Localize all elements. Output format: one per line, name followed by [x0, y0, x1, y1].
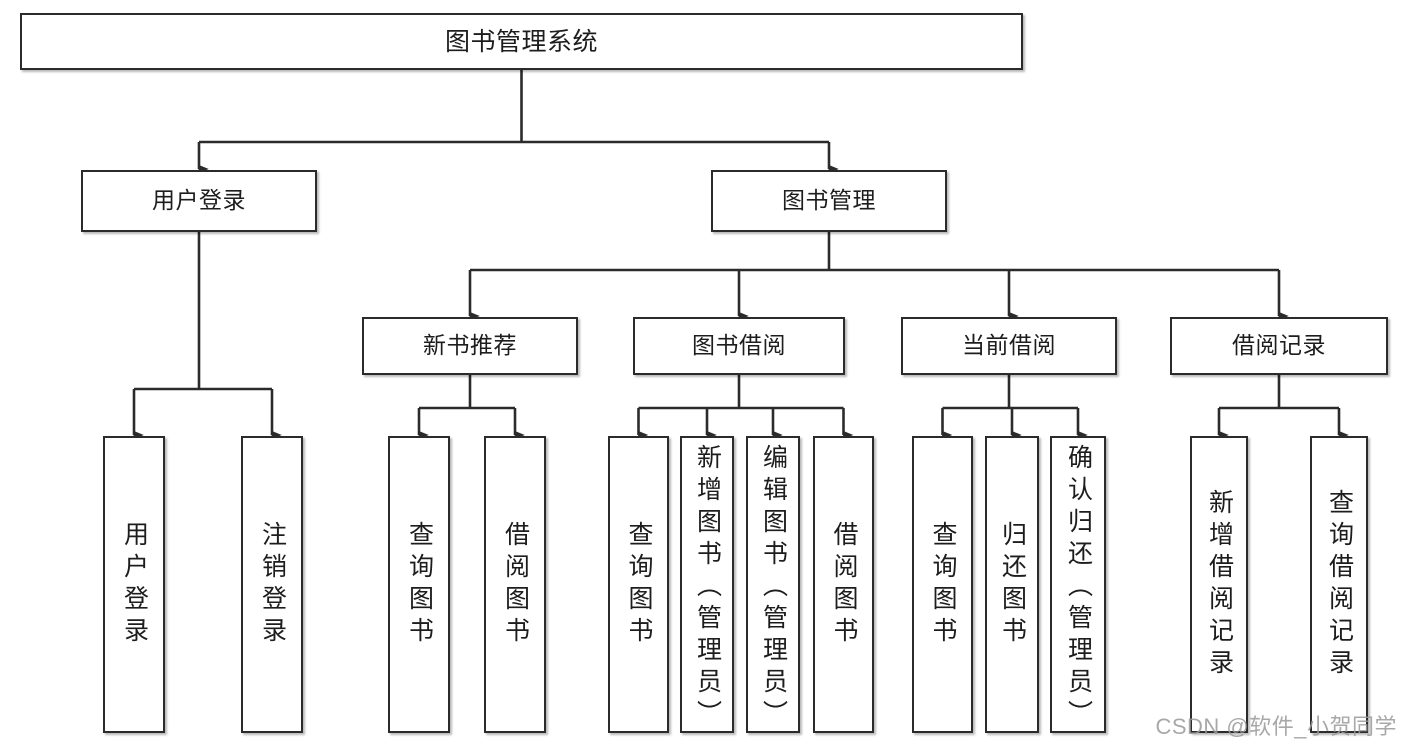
node-new-book-rec[interactable]: 新书推荐: [362, 317, 578, 375]
node-leaf-rec-borrow[interactable]: 借阅图书: [484, 436, 546, 733]
node-leaf-rec-add[interactable]: 新增借阅记录: [1190, 436, 1248, 733]
node-current-borrow[interactable]: 当前借阅: [901, 317, 1117, 375]
node-book-borrow[interactable]: 图书借阅: [633, 317, 845, 375]
node-label-leaf-user-login: 用户登录: [120, 520, 149, 649]
node-leaf-rec-query[interactable]: 查询图书: [388, 436, 450, 733]
node-leaf-cur-confirm[interactable]: 确认归还（管理员）: [1050, 436, 1106, 733]
node-leaf-book-add[interactable]: 新增图书（管理员）: [680, 436, 734, 733]
node-label-user-login: 用户登录: [152, 187, 246, 214]
node-label-leaf-rec-add: 新增借阅记录: [1205, 488, 1234, 681]
node-label-leaf-rec-borrow: 借阅图书: [501, 520, 530, 649]
node-label-leaf-rec-query: 查询图书: [405, 520, 434, 649]
node-label-leaf-borrow-query: 查询图书: [625, 520, 653, 649]
node-label-new-book-rec: 新书推荐: [423, 332, 517, 359]
node-user-login[interactable]: 用户登录: [81, 170, 317, 232]
node-leaf-book-lend[interactable]: 借阅图书: [813, 436, 874, 733]
node-leaf-borrow-query[interactable]: 查询图书: [608, 436, 669, 733]
node-label-leaf-book-lend: 借阅图书: [830, 520, 858, 649]
node-label-book-borrow: 图书借阅: [692, 332, 786, 359]
node-label-leaf-book-edit: 编辑图书（管理员）: [759, 444, 788, 732]
node-leaf-book-edit[interactable]: 编辑图书（管理员）: [746, 436, 800, 733]
node-label-leaf-cur-confirm: 确认归还（管理员）: [1064, 444, 1093, 732]
node-root[interactable]: 图书管理系统: [20, 13, 1023, 70]
node-label-leaf-rec-query2: 查询借阅记录: [1325, 488, 1354, 681]
node-book-mgmt[interactable]: 图书管理: [711, 170, 947, 232]
node-leaf-user-logout[interactable]: 注销登录: [241, 436, 303, 733]
edge-group: [132, 70, 1349, 440]
node-leaf-user-login[interactable]: 用户登录: [103, 436, 165, 733]
node-leaf-rec-query2[interactable]: 查询借阅记录: [1310, 436, 1368, 733]
node-label-root: 图书管理系统: [444, 27, 598, 56]
node-label-leaf-cur-return: 归还图书: [998, 520, 1027, 649]
node-leaf-cur-query[interactable]: 查询图书: [912, 436, 973, 733]
node-label-leaf-book-add: 新增图书（管理员）: [693, 444, 722, 732]
node-label-book-mgmt: 图书管理: [782, 187, 876, 214]
node-leaf-cur-return[interactable]: 归还图书: [985, 436, 1039, 733]
watermark-text: CSDN @软件_小贺同学: [1155, 714, 1397, 739]
node-label-borrow-record: 借阅记录: [1232, 332, 1326, 359]
node-label-current-borrow: 当前借阅: [962, 332, 1056, 359]
node-label-leaf-user-logout: 注销登录: [258, 520, 287, 649]
node-borrow-record[interactable]: 借阅记录: [1170, 317, 1388, 375]
node-label-leaf-cur-query: 查询图书: [929, 520, 957, 649]
